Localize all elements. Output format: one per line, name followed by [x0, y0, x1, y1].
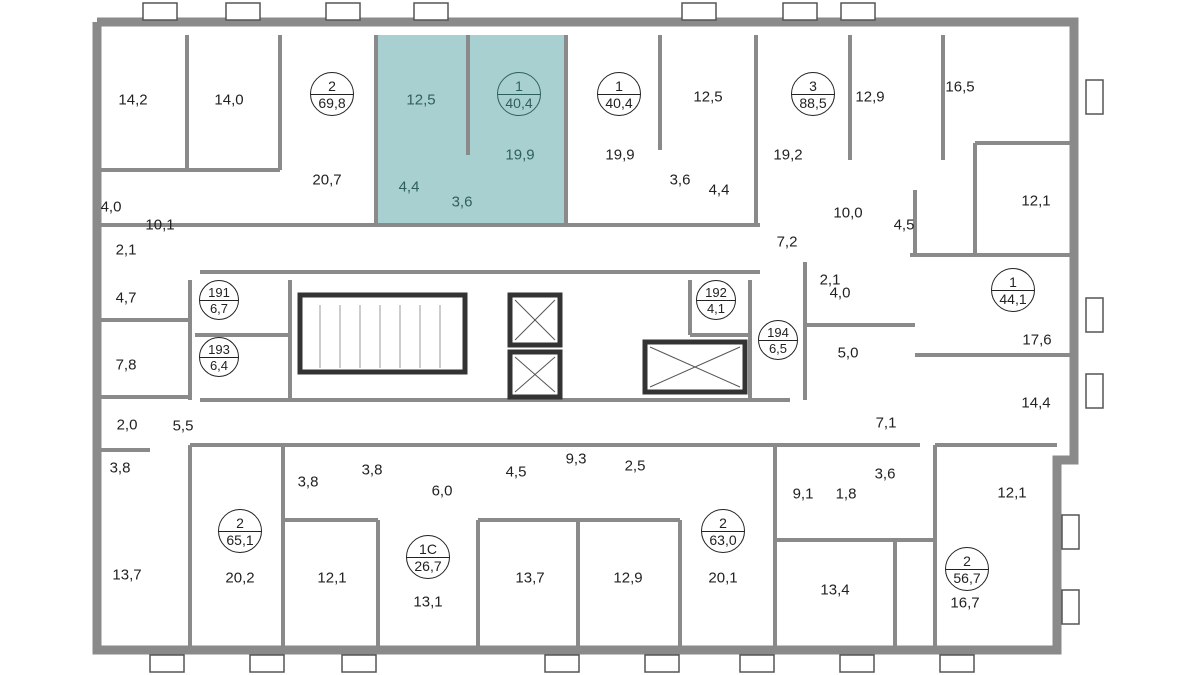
room-area-label: 19,9 [505, 146, 535, 164]
room-area-label: 12,9 [855, 88, 885, 106]
room-area-label: 12,5 [406, 91, 436, 109]
room-area-label: 13,1 [413, 593, 443, 611]
room-area-label: 3,8 [361, 461, 383, 479]
room-area-label: 2,5 [624, 457, 646, 475]
room-area-label: 4,5 [505, 463, 527, 481]
room-area-label: 2,1 [819, 271, 841, 289]
room-area-label: 1,8 [835, 485, 857, 503]
room-area-label: 9,1 [792, 485, 814, 503]
room-area-label: 7,1 [875, 414, 897, 432]
room-area-label: 14,0 [214, 91, 244, 109]
room-area-label: 5,5 [172, 417, 194, 435]
room-area-label: 14,2 [118, 91, 148, 109]
room-area-label: 16,7 [950, 594, 980, 612]
room-area-label: 13,7 [515, 569, 545, 587]
room-area-label: 4,4 [708, 181, 730, 199]
room-area-label: 12,9 [613, 569, 643, 587]
room-area-label: 4,7 [115, 289, 137, 307]
room-area-label: 10,1 [145, 216, 175, 234]
room-area-label: 4,4 [398, 178, 420, 196]
room-area-label: 7,2 [776, 233, 798, 251]
room-area-label: 16,5 [945, 78, 975, 96]
room-area-label: 19,2 [773, 146, 803, 164]
room-area-label: 14,4 [1021, 394, 1051, 412]
room-area-label: 12,5 [693, 88, 723, 106]
room-area-label: 5,0 [837, 344, 859, 362]
room-area-label: 20,2 [225, 569, 255, 587]
room-area-label: 10,0 [833, 204, 863, 222]
room-area-label: 3,8 [109, 459, 131, 477]
room-area-label: 12,1 [997, 484, 1027, 502]
room-area-label: 7,8 [115, 356, 137, 374]
room-area-label: 3,6 [874, 465, 896, 483]
room-area-label: 9,3 [565, 450, 587, 468]
room-area-label: 2,1 [115, 241, 137, 259]
room-area-label: 3,6 [451, 193, 473, 211]
room-area-label: 20,7 [312, 171, 342, 189]
room-area-label: 19,9 [605, 146, 635, 164]
room-area-label: 20,1 [708, 569, 738, 587]
room-area-label: 12,1 [317, 569, 347, 587]
room-area-label: 3,8 [297, 473, 319, 491]
room-area-label: 12,1 [1021, 192, 1051, 210]
selected-apartment-area[interactable] [378, 35, 566, 223]
room-area-label: 6,0 [431, 482, 453, 500]
room-area-label: 13,7 [112, 566, 142, 584]
room-area-label: 4,0 [100, 198, 122, 216]
room-area-label: 13,4 [820, 581, 850, 599]
room-area-label: 3,6 [669, 171, 691, 189]
room-area-label: 4,0 [829, 284, 851, 302]
room-area-label: 4,5 [893, 216, 915, 234]
room-area-label: 17,6 [1022, 331, 1052, 349]
room-area-label: 2,0 [116, 416, 138, 434]
